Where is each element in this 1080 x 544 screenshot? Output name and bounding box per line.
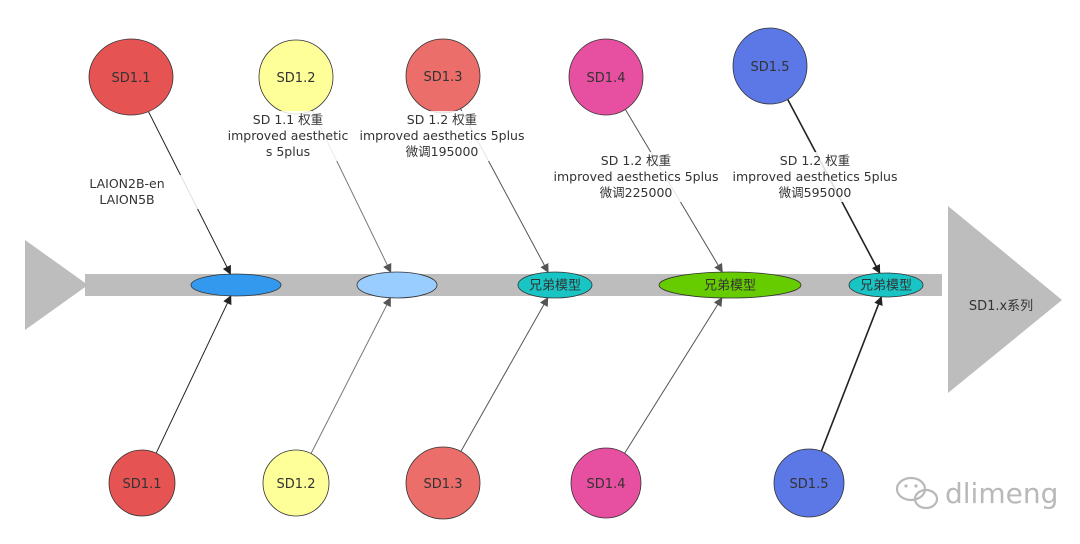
bottom-nodes: SD1.1 SD1.2 SD1.3 SD1.4 SD1.5: [108, 446, 845, 520]
annotation-line-3-1: SD 1.2 权重: [407, 112, 477, 127]
bottom-node-label-5: SD1.5: [790, 477, 829, 492]
bottom-node-1: [108, 449, 176, 517]
bottom-node-label-2: SD1.2: [277, 477, 316, 492]
annotation-line-2-2: improved aesthetic: [228, 128, 349, 143]
top-nodes: SD1.1 SD1.2 SD1.3 SD1.4 SD1.5: [88, 27, 808, 116]
annotation-line-3-2: improved aesthetics 5plus: [360, 128, 525, 143]
annotation-bg-3: [354, 111, 530, 161]
hub-ellipse-5: [848, 272, 924, 298]
top-node-label-5: SD1.5: [751, 60, 790, 75]
annotation-bg-2: [200, 111, 376, 161]
annotation-line-1-2: LAION5B: [99, 192, 154, 207]
top-node-label-2: SD1.2: [277, 71, 316, 86]
annotation-line-4-3: 微调225000: [600, 185, 673, 200]
top-node-label-1: SD1.1: [112, 71, 151, 86]
hub-label-5: 兄弟模型: [860, 279, 912, 294]
branch-line-bottom-3: [460, 296, 549, 452]
watermark: dlimeng: [895, 476, 1058, 510]
branch-line-bottom-5: [820, 296, 883, 452]
annotation-line-5-1: SD 1.2 权重: [780, 153, 850, 168]
bottom-node-2: [262, 449, 330, 517]
top-node-1: [88, 38, 174, 116]
top-node-label-4: SD1.4: [587, 71, 626, 86]
watermark-text: dlimeng: [945, 477, 1058, 510]
annotation-bg-5: [727, 152, 903, 202]
annotation-line-4-2: improved aesthetics 5plus: [554, 169, 719, 184]
branch-line-bottom-1: [155, 295, 232, 454]
annotation-bg-1: [39, 175, 215, 209]
annotation-line-2-1: SD 1.1 权重: [253, 112, 323, 127]
top-node-4: [568, 38, 644, 116]
annotation-line-4-1: SD 1.2 权重: [601, 153, 671, 168]
wechat-icon: [895, 476, 939, 510]
spine-label: SD1.x系列: [969, 299, 1033, 314]
annotation-line-2-3: s 5plus: [266, 144, 310, 159]
annotation-line-1-1: LAION2B-en: [89, 176, 164, 191]
hub-ellipses: 兄弟模型 兄弟模型 兄弟模型: [190, 271, 924, 299]
top-node-5: [732, 27, 808, 105]
hub-ellipse-3: [517, 271, 593, 299]
annotation-bg-4: [548, 152, 724, 202]
hub-ellipse-1: [190, 273, 282, 297]
bottom-node-4: [570, 447, 642, 519]
bottom-node-3: [405, 446, 481, 520]
annotation-line-3-3: 微调195000: [406, 144, 479, 159]
bottom-node-label-4: SD1.4: [587, 477, 626, 492]
spine-tail-triangle: [25, 240, 88, 330]
spine-head-arrow: [948, 206, 1062, 393]
bottom-node-5: [773, 448, 845, 518]
branch-line-bottom-4: [624, 297, 723, 454]
annotation-line-5-3: 微调595000: [779, 185, 852, 200]
annotation-line-5-2: improved aesthetics 5plus: [733, 169, 898, 184]
hub-ellipse-2: [356, 271, 438, 299]
bottom-node-label-3: SD1.3: [424, 477, 463, 492]
branch-line-bottom-2: [310, 297, 391, 454]
top-node-label-3: SD1.3: [424, 70, 463, 85]
hub-label-4: 兄弟模型: [704, 279, 756, 294]
bottom-node-label-1: SD1.1: [123, 477, 162, 492]
hub-ellipse-4: [658, 271, 802, 299]
hub-label-3: 兄弟模型: [529, 279, 581, 294]
